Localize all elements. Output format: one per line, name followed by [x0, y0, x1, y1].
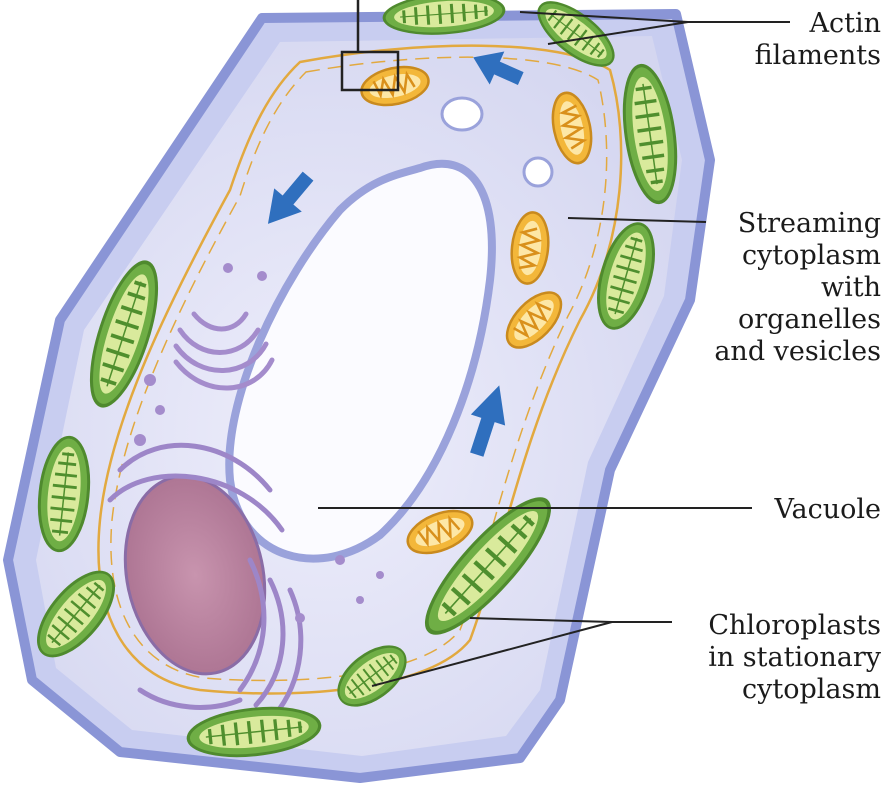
label-line: cytoplasm: [714, 240, 881, 272]
label-vacuole: Vacuole: [775, 494, 882, 526]
label-line: with: [714, 272, 881, 304]
label-line: Vacuole: [775, 494, 882, 526]
label-line: filaments: [755, 40, 881, 72]
label-line: Streaming: [714, 208, 881, 240]
label-actin-filaments: Actin filaments: [755, 8, 881, 72]
label-line: and vesicles: [714, 336, 881, 368]
label-line: Chloroplasts: [708, 610, 881, 642]
label-chloroplasts: Chloroplasts in stationary cytoplasm: [708, 610, 881, 706]
label-line: organelles: [714, 304, 881, 336]
label-streaming-cytoplasm: Streaming cytoplasm with organelles and …: [714, 208, 881, 368]
label-line: in stationary: [708, 642, 881, 674]
label-line: Actin: [755, 8, 881, 40]
label-line: cytoplasm: [708, 674, 881, 706]
